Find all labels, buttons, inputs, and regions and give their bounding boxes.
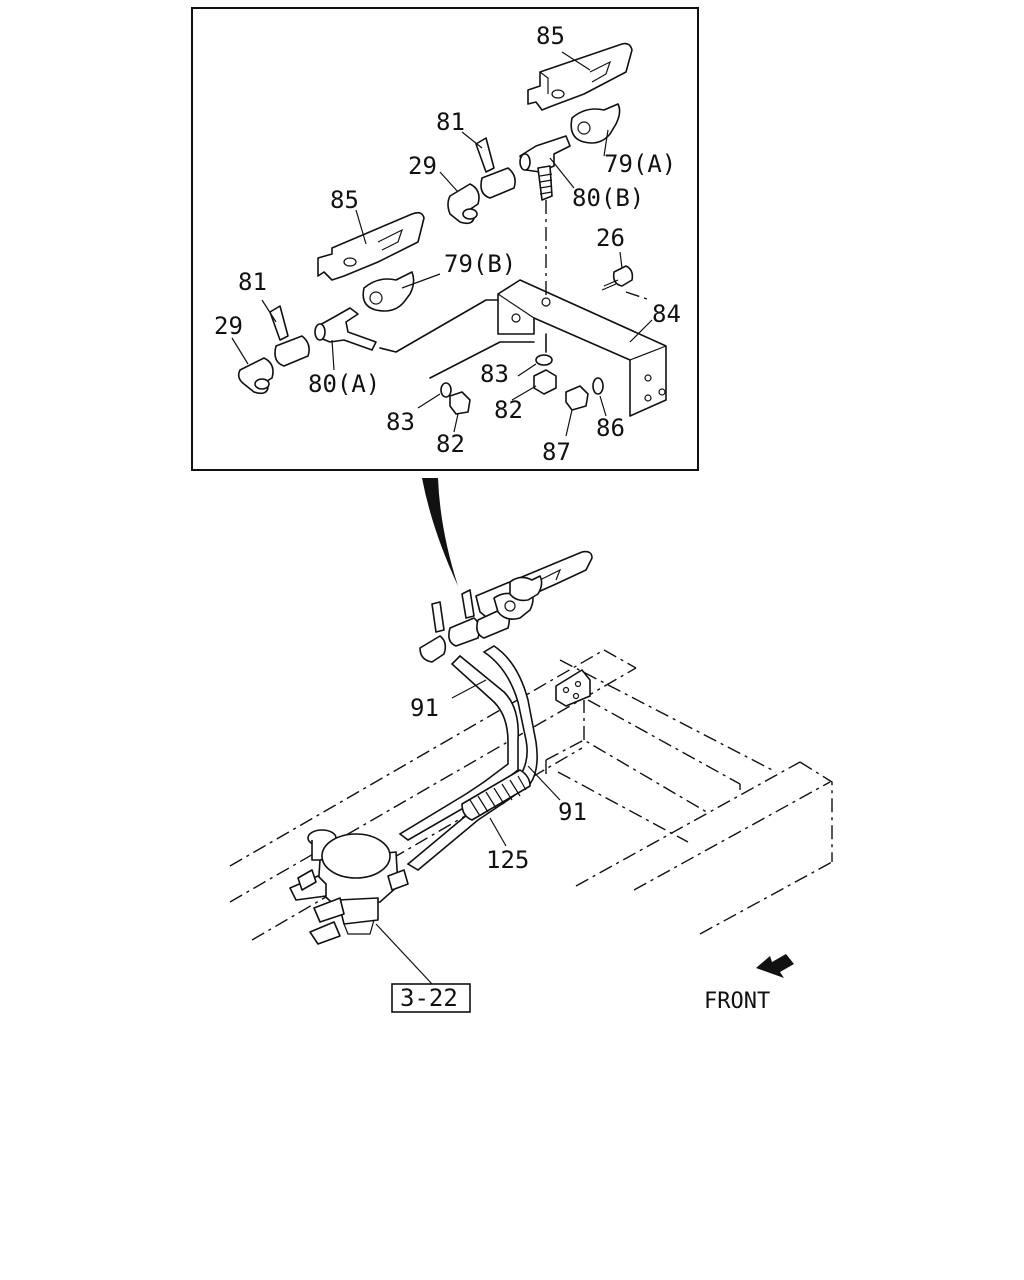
label-29-top: 29 xyxy=(408,152,437,180)
label-85-mid: 85 xyxy=(330,186,359,214)
protector-125 xyxy=(461,769,531,821)
callout-pointer xyxy=(422,478,458,586)
front-label: FRONT xyxy=(704,989,770,1014)
label-81-left: 81 xyxy=(238,268,267,296)
valve-81-left xyxy=(269,305,310,367)
hose-91 xyxy=(398,645,538,871)
washer-83-left xyxy=(440,382,452,398)
reference-box-3-22[interactable]: 3-22 xyxy=(391,983,471,1013)
label-26: 26 xyxy=(596,224,625,252)
nut-82-right xyxy=(533,369,557,395)
frame-rails xyxy=(229,649,833,941)
washer-83-right xyxy=(535,354,553,366)
label-125: 125 xyxy=(486,846,529,874)
label-29-left: 29 xyxy=(214,312,243,340)
elbow-29-top xyxy=(447,183,480,225)
label-83-right: 83 xyxy=(480,360,509,388)
valve-81-top xyxy=(475,137,516,199)
bracket-85-mid xyxy=(317,211,425,281)
clip-79b xyxy=(362,271,415,312)
mount-plate xyxy=(555,669,591,707)
label-81-top: 81 xyxy=(436,108,465,136)
nut-82-left xyxy=(449,391,471,415)
label-84: 84 xyxy=(652,300,681,328)
label-79a: 79(A) xyxy=(604,150,676,178)
label-87: 87 xyxy=(542,438,571,466)
label-82-left: 82 xyxy=(436,430,465,458)
label-82-right: 82 xyxy=(494,396,523,424)
valve-cluster xyxy=(419,550,593,663)
detail-inset-frame xyxy=(191,7,699,471)
bolt-26 xyxy=(601,265,634,291)
reference-box-label: 3-22 xyxy=(400,984,458,1012)
bracket-85-top xyxy=(527,42,633,111)
front-direction-indicator: FRONT xyxy=(704,954,794,1014)
leader-lines-main xyxy=(375,679,561,985)
washer-86 xyxy=(592,377,604,395)
label-80b: 80(B) xyxy=(572,184,644,212)
label-83-left: 83 xyxy=(386,408,415,436)
leader-lines-inset xyxy=(231,51,653,437)
nut-87 xyxy=(565,385,589,411)
label-86: 86 xyxy=(596,414,625,442)
front-arrow-icon xyxy=(756,954,794,978)
label-80a: 80(A) xyxy=(308,370,380,398)
label-91-left: 91 xyxy=(410,694,439,722)
tee-80a xyxy=(314,307,377,351)
bracket-84 xyxy=(497,279,667,417)
clip-79a xyxy=(570,103,621,144)
label-91-right: 91 xyxy=(558,798,587,826)
label-79b: 79(B) xyxy=(444,250,516,278)
tee-80b xyxy=(519,135,571,201)
elbow-29-left xyxy=(237,357,274,395)
valve-3-22 xyxy=(289,829,409,945)
label-85-top: 85 xyxy=(536,22,565,50)
